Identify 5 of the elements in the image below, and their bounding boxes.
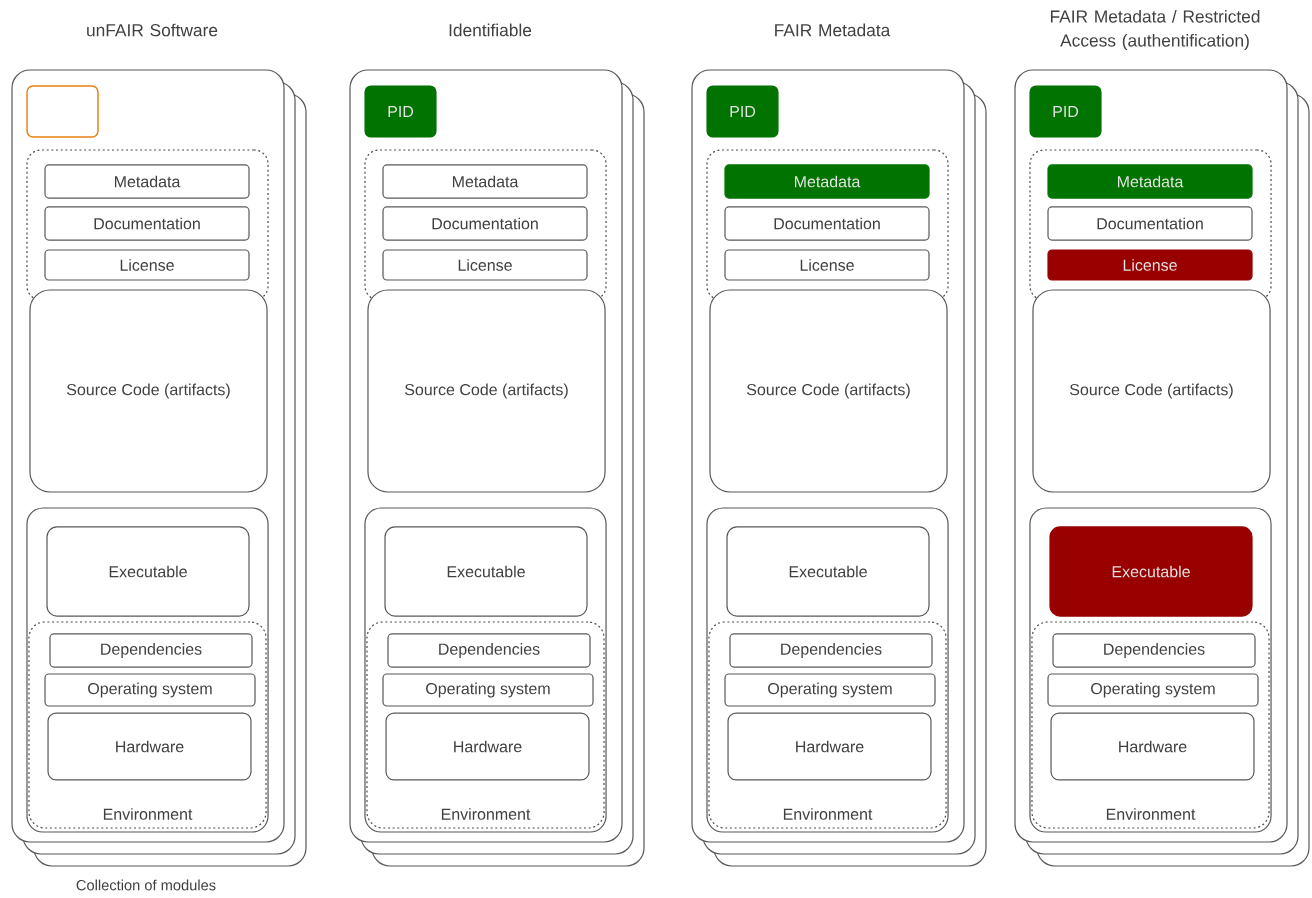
column-heading: unFAIR Software <box>87 23 218 37</box>
column-heading: FAIR Metadata / Restricted Access (authentification) <box>1050 9 1260 51</box>
column-heading: FAIR Metadata <box>775 23 891 37</box>
column-heading: Identifiable <box>449 23 532 37</box>
caption-text: Collection of modules <box>76 879 216 891</box>
